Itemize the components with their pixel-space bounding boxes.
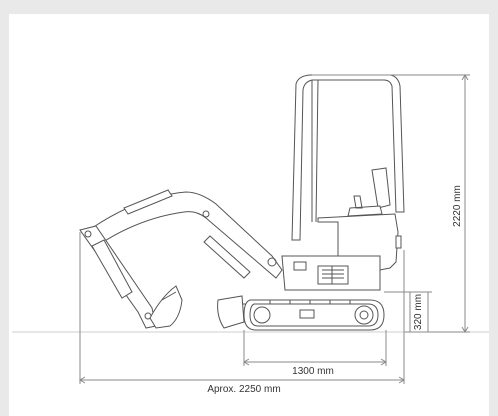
bucket [149,285,183,329]
cab-canopy [291,74,405,241]
track-undercarriage [243,299,385,331]
seat [347,167,391,217]
overall-length-dimension-label: Aprox. 2250 mm [207,384,280,395]
track-height-dimension-label: 320 mm [413,294,424,330]
arm-stick [79,225,157,329]
drawing-panel [9,14,489,416]
engine-housing [281,213,402,291]
height-dimension-label: 2220 mm [452,185,463,227]
excavator-illustration [79,74,405,331]
track-length-dimension-label: 1300 mm [292,366,334,377]
boom [91,189,283,279]
dimension-lines [79,74,470,384]
